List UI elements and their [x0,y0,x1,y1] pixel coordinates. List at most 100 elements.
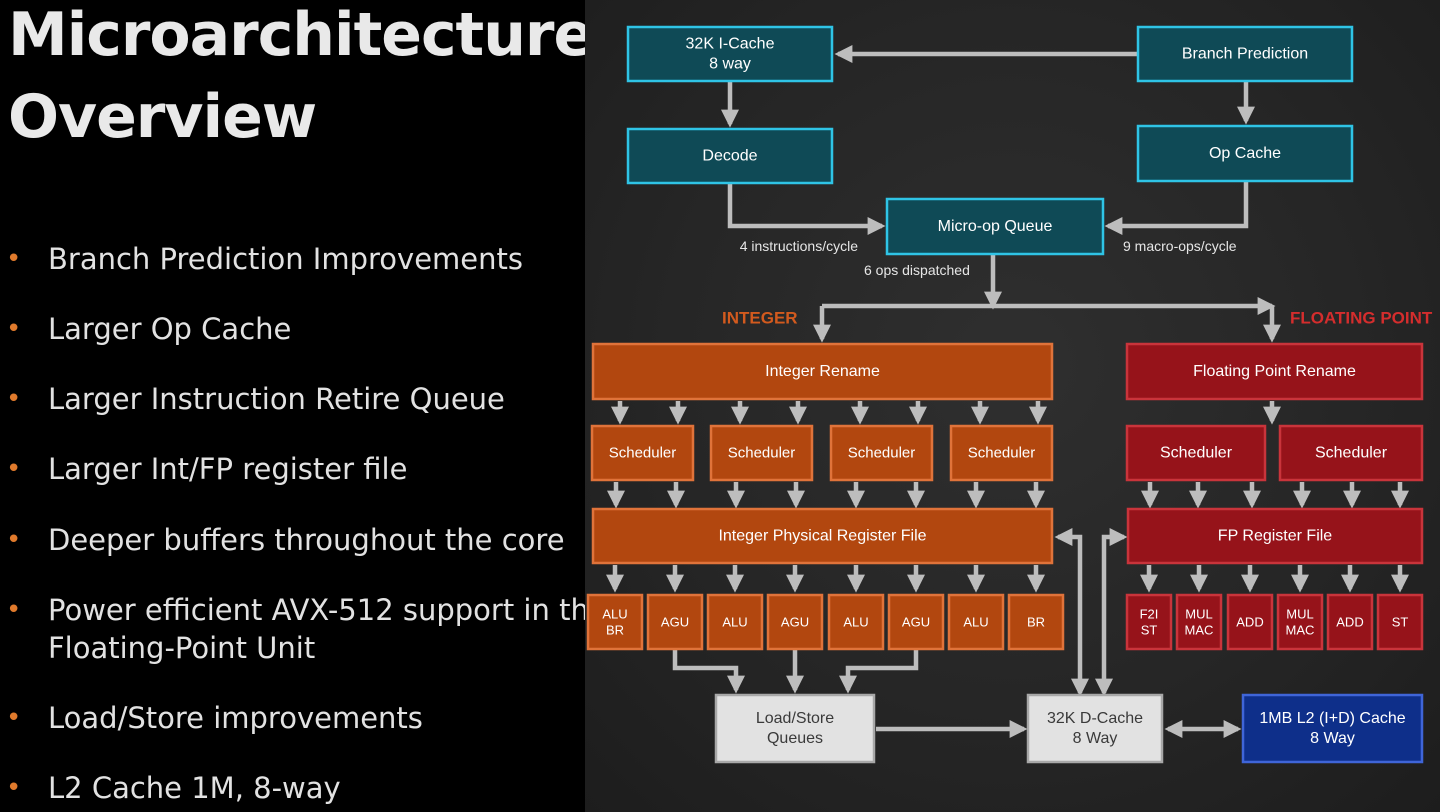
integer-scheduler-block-label: Scheduler [968,445,1036,462]
integer-scheduler-block-label: Scheduler [609,445,677,462]
l2-cache-block-frame [1241,693,1424,764]
integer-exec-unit-label: AGU [781,615,809,630]
integer-exec-unit-frame [827,593,885,651]
micro-op-queue-block: Micro-op Queue [885,197,1105,256]
arrow-decode-to-queue [727,183,886,235]
icache-block-label: 32K I-Cache [686,36,775,53]
micro-op-queue-block-label: Micro-op Queue [938,218,1053,235]
fp-exec-unit-label: ST [1392,615,1409,630]
integer-exec-unit-frame [646,593,704,651]
integer-exec-unit-label: ALU [722,615,747,630]
l2-cache-block: 1MB L2 (I+D) Cache 8 Way [1241,693,1424,764]
text-panel: Microarchitecture Overview •Branch Predi… [0,0,607,812]
integer-exec-unit: ALU [947,593,1005,651]
op-cache-block-frame [1136,124,1354,183]
fp-exec-unit: MUL MAC [1175,593,1223,651]
bullet-text: Load/Store improvements [48,701,423,735]
integer-scheduler-block: Scheduler [829,424,934,482]
bullet-dot: • [6,773,22,803]
integer-scheduler-block-label: Scheduler [728,445,796,462]
bullet-text: Floating-Point Unit [48,631,316,665]
bullet-dot: • [6,595,22,625]
fp-rename-block-frame [1125,342,1424,401]
integer-exec-unit-frame [766,593,824,651]
fp-exec-unit: ADD [1226,593,1274,651]
fp-register-file-block: FP Register File [1126,507,1424,565]
integer-rename-block-label: Integer Rename [765,363,880,380]
load-store-queues-block-frame [714,693,876,764]
fp-exec-unit-label: ADD [1336,615,1363,630]
bullet-text: Larger Int/FP register file [48,452,408,486]
integer-scheduler-block-frame [829,424,934,482]
load-store-queues-block-label: Load/Store [756,710,834,727]
fp-exec-unit-frame [1226,593,1274,651]
integer-exec-unit-label: BR [1027,615,1045,630]
decode-block-label: Decode [702,148,757,165]
fp-register-file-block-frame [1126,507,1424,565]
bullet-dot: • [6,525,22,555]
fp-section-label: FLOATING POINT [1290,309,1433,328]
fp-exec-unit-label: MAC [1185,623,1214,638]
integer-exec-unit: BR [1007,593,1065,651]
icache-block-frame [626,25,834,83]
l2-cache-block-label: 8 Way [1310,730,1355,747]
integer-scheduler-block-frame [949,424,1054,482]
fp-scheduler-block-frame [1278,424,1424,482]
integer-scheduler-block-label: Scheduler [848,445,916,462]
integer-scheduler-block: Scheduler [590,424,695,482]
integer-exec-unit-frame [947,593,1005,651]
arrow-agu-to-lsq [672,650,745,694]
connector-arrows [606,45,1409,738]
fp-exec-unit-label: MUL [1185,606,1212,621]
fp-exec-unit: ST [1376,593,1424,651]
dcache-block-frame [1026,693,1164,764]
fp-exec-unit-frame [1276,593,1324,651]
integer-exec-unit-frame [706,593,764,651]
integer-exec-unit-label: AGU [661,615,689,630]
integer-exec-unit-label: ALU [963,615,988,630]
fp-rename-block: Floating Point Rename [1125,342,1424,401]
bullet-dot: • [6,314,22,344]
integer-exec-unit-frame [586,593,644,651]
arrow-agu-to-lsq [839,650,919,694]
fp-exec-unit-label: MAC [1286,623,1315,638]
decode-block: Decode [626,127,834,185]
fp-rename-block-label: Floating Point Rename [1193,363,1356,380]
op-cache-block-label: Op Cache [1209,145,1281,162]
fp-register-file-block-label: FP Register File [1218,528,1333,545]
slide-title: Microarchitecture Overview [8,0,594,158]
fp-scheduler-block-frame [1125,424,1267,482]
fp-exec-unit-label: ST [1141,623,1158,638]
bullet-text: Larger Op Cache [48,312,292,346]
dcache-block: 32K D-Cache 8 Way [1026,693,1164,764]
integer-register-file-block: Integer Physical Register File [591,507,1054,565]
integer-exec-unit-label: ALU [843,615,868,630]
dcache-block-label: 32K D-Cache [1047,710,1143,727]
load-store-queues-block-label: Queues [767,730,823,747]
title-line-1: Microarchitecture [8,0,594,70]
l2-cache-block-label: 1MB L2 (I+D) Cache [1259,710,1405,727]
arrow-dcache-int-prf [1054,528,1089,697]
branch-prediction-block-label: Branch Prediction [1182,46,1308,63]
integer-scheduler-block: Scheduler [949,424,1054,482]
bullet-text: Larger Instruction Retire Queue [48,382,505,416]
bullet-dot: • [6,454,22,484]
integer-exec-unit-frame [1007,593,1065,651]
integer-exec-unit-label: BR [606,623,624,638]
dcache-block-label: 8 Way [1073,730,1118,747]
title-line-2: Overview [8,82,317,152]
integer-exec-unit: ALU [827,593,885,651]
arrow-opcache-to-queue [1104,181,1249,235]
bullet-dot: • [6,384,22,414]
integer-exec-unit: ALU [706,593,764,651]
integer-exec-unit: AGU [887,593,945,651]
arrow-dcache-fp-rf [1095,528,1128,697]
opcache-rate-label: 9 macro-ops/cycle [1123,238,1237,254]
op-cache-block: Op Cache [1136,124,1354,183]
